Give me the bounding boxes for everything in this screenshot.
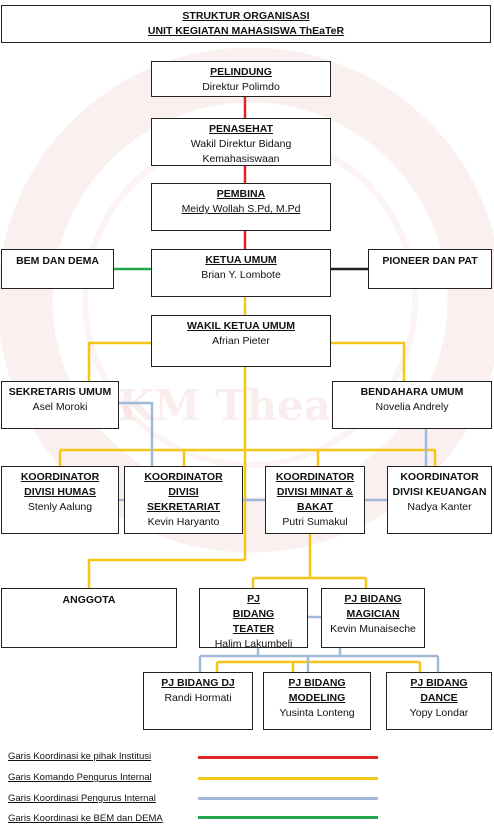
legend-line-yellow [198,777,378,780]
node-pelindung-title: PELINDUNG [210,66,272,78]
node-pj-dance-title: PJ BIDANG DANCE [410,677,468,704]
node-pembina-name: Meidy Wollah S.Pd, M.Pd [181,203,301,215]
node-divisi-sekretariat-title: KOORDINATOR DIVISI SEKRETARIAT [144,471,223,513]
node-pioneer-pat: PIONEER DAN PAT [368,249,492,289]
node-wakil-ketua: WAKIL KETUA UMUM Afrian Pieter [151,315,331,367]
node-pelindung: PELINDUNG Direktur Polimdo [151,61,331,97]
node-penasehat-title: PENASEHAT [209,123,273,135]
node-bem-dema: BEM DAN DEMA [1,249,114,289]
node-pj-teater-name: Halim Lakumbeli [214,638,293,650]
line-yellow-wakil-bendahara [331,341,406,381]
legend-line-green [198,816,378,819]
node-wakil-ketua-title: WAKIL KETUA UMUM [187,320,295,332]
chart-title: STRUKTUR ORGANISASI UNIT KEGIATAN MAHASI… [1,5,491,43]
node-divisi-sekretariat-name: Kevin Haryanto [147,516,220,528]
node-bendahara-umum-title: BENDAHARA UMUM [360,386,464,398]
chart-title-line-2: UNIT KEGIATAN MAHASISWA ThEaTeR [147,25,345,37]
node-pj-magician: PJ BIDANG MAGICIAN Kevin Munaiseche [321,588,425,648]
node-divisi-humas-name: Stenly Aalung [27,501,93,513]
node-pembina: PEMBINA Meidy Wollah S.Pd, M.Pd [151,183,331,231]
node-wakil-ketua-name: Afrian Pieter [212,335,270,347]
node-divisi-minat-bakat-title: KOORDINATOR DIVISI MINAT & BAKAT [275,471,355,513]
node-pj-dance: PJ BIDANG DANCE Yopy Londar [386,672,492,730]
node-divisi-minat-bakat-name: Putri Sumakul [282,516,348,528]
legend-line-blue [198,797,378,800]
node-bendahara-umum: BENDAHARA UMUM Novelia Andrely [332,381,492,429]
node-divisi-humas-title: KOORDINATOR DIVISI HUMAS [20,471,100,498]
node-sekretaris-umum-name: Asel Moroki [32,401,88,413]
node-penasehat: PENASEHAT Wakil Direktur Bidang Kemahasi… [151,118,331,166]
legend-line-red [198,756,378,759]
legend-label-bem-dema: Garis Koordinasi ke BEM dan DEMA [8,813,163,824]
node-ketua-umum-name: Brian Y. Lombote [201,269,281,281]
node-pj-dj: PJ BIDANG DJ Randi Hormati [143,672,253,730]
node-sekretaris-umum-title: SEKRETARIS UMUM [8,386,112,398]
node-ketua-umum: KETUA UMUM Brian Y. Lombote [151,249,331,297]
node-pj-modeling-title: PJ BIDANG MODELING [288,677,346,704]
node-pj-magician-name: Kevin Munaiseche [330,623,416,635]
line-yellow-wakil-staff [87,341,151,381]
node-pj-dj-title: PJ BIDANG DJ [161,677,235,689]
node-pj-modeling-name: Yusinta Lonteng [279,707,355,719]
node-sekretaris-umum: SEKRETARIS UMUM Asel Moroki [1,381,119,429]
node-divisi-keuangan: KOORDINATOR DIVISI KEUANGAN Nadya Kanter [387,466,492,534]
node-pj-teater-title: PJ BIDANG TEATER [232,593,275,635]
node-ketua-umum-title: KETUA UMUM [205,254,277,266]
chart-title-line-1: STRUKTUR ORGANISASI [182,10,310,22]
node-anggota: ANGGOTA [1,588,177,648]
line-yellow-anggota [87,558,245,588]
node-divisi-keuangan-title: KOORDINATOR DIVISI KEUANGAN [392,471,487,498]
node-pj-modeling: PJ BIDANG MODELING Yusinta Lonteng [263,672,371,730]
legend-label-koordinasi-internal: Garis Koordinasi Pengurus Internal [8,793,156,804]
node-pj-magician-title: PJ BIDANG MAGICIAN [344,593,402,620]
node-pj-teater: PJ BIDANG TEATER Halim Lakumbeli [199,588,308,650]
legend-label-komando: Garis Komando Pengurus Internal [8,772,152,783]
legend-label-institusi: Garis Koordinasi ke pihak Institusi [8,751,152,762]
node-divisi-minat-bakat: KOORDINATOR DIVISI MINAT & BAKAT Putri S… [265,466,365,534]
node-pj-dance-name: Yopy Londar [409,707,469,719]
node-pelindung-name: Direktur Polimdo [202,81,280,93]
node-pembina-title: PEMBINA [216,188,266,200]
node-bem-dema-title: BEM DAN DEMA [16,255,99,267]
node-bendahara-umum-name: Novelia Andrely [375,401,449,413]
node-divisi-keuangan-name: Nadya Kanter [407,501,472,513]
node-anggota-title: ANGGOTA [62,594,116,606]
node-pioneer-pat-title: PIONEER DAN PAT [382,255,478,267]
line-blue-sekretaris-sekretariat [119,401,154,466]
node-divisi-humas: KOORDINATOR DIVISI HUMAS Stenly Aalung [1,466,119,534]
node-pj-dj-name: Randi Hormati [164,692,232,704]
node-divisi-sekretariat: KOORDINATOR DIVISI SEKRETARIAT Kevin Har… [124,466,243,534]
node-penasehat-name: Wakil Direktur Bidang Kemahasiswaan [190,138,292,165]
